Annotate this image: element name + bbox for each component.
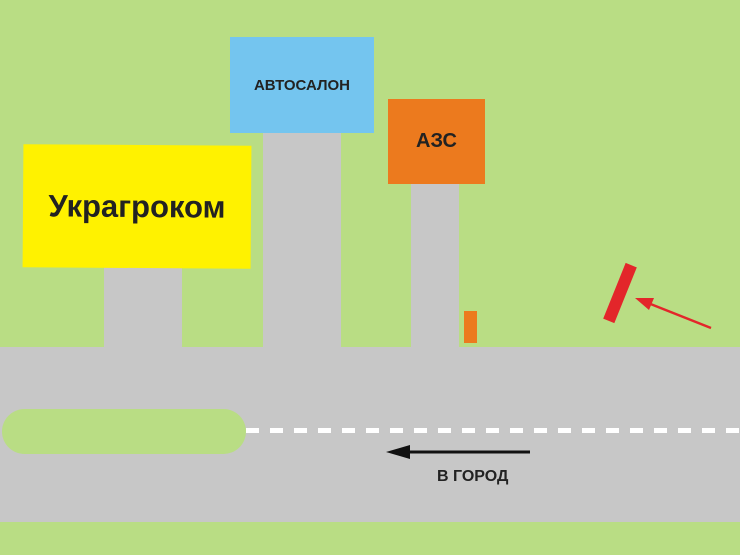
red-pointer-arrow-icon — [635, 298, 712, 330]
lane-dashes — [246, 428, 740, 433]
avtosalon-label: АВТОСАЛОН — [253, 76, 351, 94]
avtosalon-sign: АВТОСАЛОН — [230, 37, 374, 133]
direction-label: В ГОРОД — [437, 468, 509, 485]
driveway-ukragrokom — [104, 262, 182, 350]
road-median — [2, 409, 246, 454]
direction-arrow-icon — [386, 445, 530, 459]
azs-label: АЗС — [416, 130, 457, 152]
driveway-azs — [411, 180, 459, 350]
orange-marker — [464, 311, 477, 343]
azs-sign: АЗС — [388, 99, 485, 184]
driveway-avtosalon — [263, 130, 341, 350]
